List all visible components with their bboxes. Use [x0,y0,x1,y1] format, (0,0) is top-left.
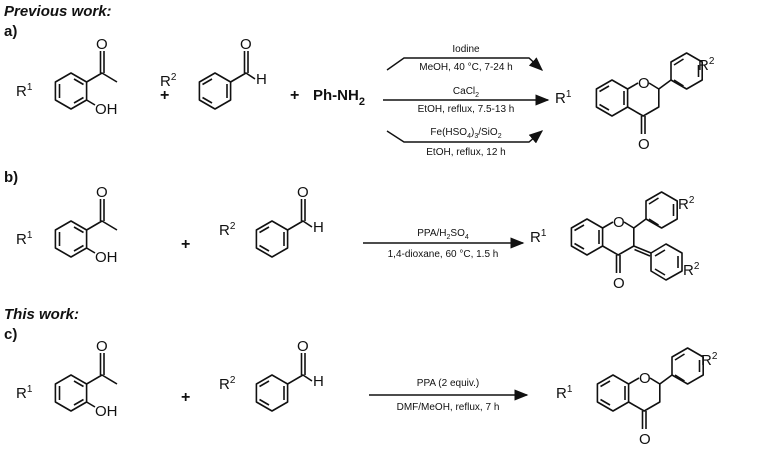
carbonyl-o: O [639,431,651,448]
cond1-bottom: MeOH, 40 °C, 7-24 h [419,62,512,73]
benzylidene-flavanone-product-b: O O R1 R2 R2 [530,191,700,292]
benzaldehyde-a: O H R2 [160,36,267,110]
r2-substituent-top: R2 [678,195,695,213]
cond2-top: CaCl2 [453,86,479,99]
r2-substituent: R2 [219,375,236,393]
label-b: b) [4,169,18,186]
ring-o: O [613,214,625,231]
arrow-fe-sio2 [386,130,544,144]
r2-substituent: R2 [160,72,177,90]
carbonyl-o: O [96,338,108,355]
arrow-iodine [386,57,544,71]
r1-substituent: R1 [16,384,33,402]
cond-b-bottom: 1,4-dioxane, 60 °C, 1.5 h [388,249,499,260]
label-c: c) [4,326,17,343]
cond2-bottom: EtOH, reflux, 7.5-13 h [418,104,515,115]
cond3-top: Fe(HSO4)3/SiO2 [430,127,501,140]
r1-substituent: R1 [556,384,573,402]
r1-substituent: R1 [530,228,547,246]
ring-o: O [639,370,651,387]
hydroxyacetophenone-a: O OH R1 [16,36,118,118]
benzaldehyde-c: O H R2 [219,338,324,412]
heading-this-work: This work: [4,306,79,323]
cond-c-bottom: DMF/MeOH, reflux, 7 h [397,402,500,413]
aniline-reagent: Ph-NH2 [313,87,365,108]
aldehyde-h: H [313,219,324,236]
r2-substituent: R2 [698,56,715,74]
scheme-c: O OH R1 + O H R2 PPA (2 equiv.) DMF/MeOH… [16,338,718,448]
flavanone-product-c: O O R1 R2 [556,347,718,448]
aldehyde-o: O [297,184,309,201]
hydroxyl-oh: OH [95,249,118,266]
flavanone-product-a: O O R1 R2 [555,52,715,153]
benzaldehyde-b: O H R2 [219,184,324,258]
cond3-bottom: EtOH, reflux, 12 h [426,147,505,158]
carbonyl-o: O [613,275,625,292]
plus-sign: + [181,389,190,406]
scheme-a: O OH R1 + O H R2 + Ph-NH2 Iodine MeOH, 4… [16,36,715,158]
hydroxyacetophenone-c: O OH R1 [16,338,118,420]
r2-substituent: R2 [701,351,718,369]
carbonyl-o: O [96,184,108,201]
label-a: a) [4,23,17,40]
aldehyde-o: O [240,36,252,53]
hydroxyl-oh: OH [95,101,118,118]
cond1-top: Iodine [452,44,480,55]
plus-sign: + [290,87,299,104]
plus-sign: + [181,236,190,253]
scheme-b: O OH R1 + O H R2 PPA/H2SO4 1,4-dioxane, … [16,184,700,292]
r2-substituent-bottom: R2 [683,261,700,279]
plus-sign: + [160,87,169,104]
cond-b-top: PPA/H2SO4 [417,228,469,241]
r1-substituent: R1 [555,89,572,107]
r1-substituent: R1 [16,230,33,248]
aldehyde-h: H [256,71,267,88]
hydroxyl-oh: OH [95,403,118,420]
aldehyde-o: O [297,338,309,355]
ring-o: O [638,75,650,92]
r2-substituent: R2 [219,221,236,239]
carbonyl-o: O [638,136,650,153]
hydroxyacetophenone-b: O OH R1 [16,184,118,266]
aldehyde-h: H [313,373,324,390]
r1-substituent: R1 [16,82,33,100]
carbonyl-o: O [96,36,108,53]
cond-c-top: PPA (2 equiv.) [417,378,479,389]
heading-previous-work: Previous work: [4,3,112,20]
